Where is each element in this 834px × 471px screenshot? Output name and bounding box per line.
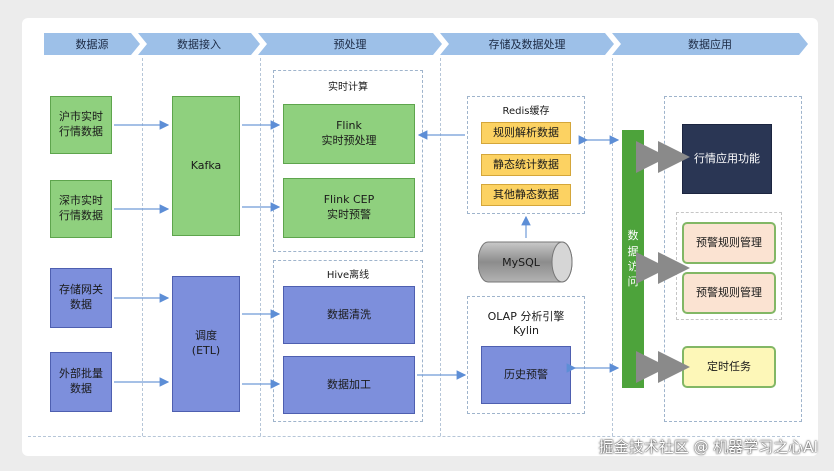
bottom-divider <box>28 436 800 437</box>
history-alert-box: 历史预警 <box>481 346 571 404</box>
source-shanghai: 沪市实时 行情数据 <box>50 96 112 154</box>
source-shenzhen: 深市实时 行情数据 <box>50 180 112 238</box>
market-app-box: 行情应用功能 <box>682 124 772 194</box>
data-process-box: 数据加工 <box>283 356 415 414</box>
column-divider <box>260 58 261 436</box>
hive-group <box>273 260 423 422</box>
redis-item: 其他静态数据 <box>481 184 571 206</box>
flink-box: Flink 实时预处理 <box>283 104 415 164</box>
flink-cep-box: Flink CEP 实时预警 <box>283 178 415 238</box>
stage-header-source: 数据源 <box>44 33 140 55</box>
column-divider <box>142 58 143 436</box>
redis-item: 规则解析数据 <box>481 122 571 144</box>
alert-rule-box: 预警规则管理 <box>682 222 776 264</box>
redis-item: 静态统计数据 <box>481 154 571 176</box>
stage-header-preprocess: 预处理 <box>258 33 442 55</box>
realtime-title: 实时计算 <box>328 82 368 93</box>
source-batch: 外部批量 数据 <box>50 352 112 412</box>
source-storage-gateway: 存储网关 数据 <box>50 268 112 328</box>
olap-title: OLAP 分析引擎 Kylin <box>487 310 565 337</box>
olap-group <box>467 296 585 414</box>
stage-header-application: 数据应用 <box>612 33 808 55</box>
mysql-cylinder: MySQL <box>477 240 574 284</box>
data-access-bar: 数 据 访 问 <box>622 130 644 388</box>
hive-title: Hive离线 <box>326 270 370 281</box>
alert-rule-box: 预警规则管理 <box>682 272 776 314</box>
mysql-cylinder-shape <box>477 241 573 283</box>
data-clean-box: 数据清洗 <box>283 286 415 344</box>
redis-title: Redis缓存 <box>502 106 550 117</box>
timer-task-box: 定时任务 <box>682 346 776 388</box>
mysql-label: MySQL <box>502 255 540 269</box>
kafka-box: Kafka <box>172 96 240 236</box>
column-divider <box>440 58 441 436</box>
stage-header-storage: 存储及数据处理 <box>440 33 614 55</box>
redis-group <box>467 96 585 214</box>
stage-header-ingest: 数据接入 <box>138 33 260 55</box>
watermark: 掘金技术社区 @ 机器学习之心AI <box>598 438 818 456</box>
etl-box: 调度 (ETL) <box>172 276 240 412</box>
column-divider <box>612 58 613 436</box>
realtime-group <box>273 70 423 252</box>
